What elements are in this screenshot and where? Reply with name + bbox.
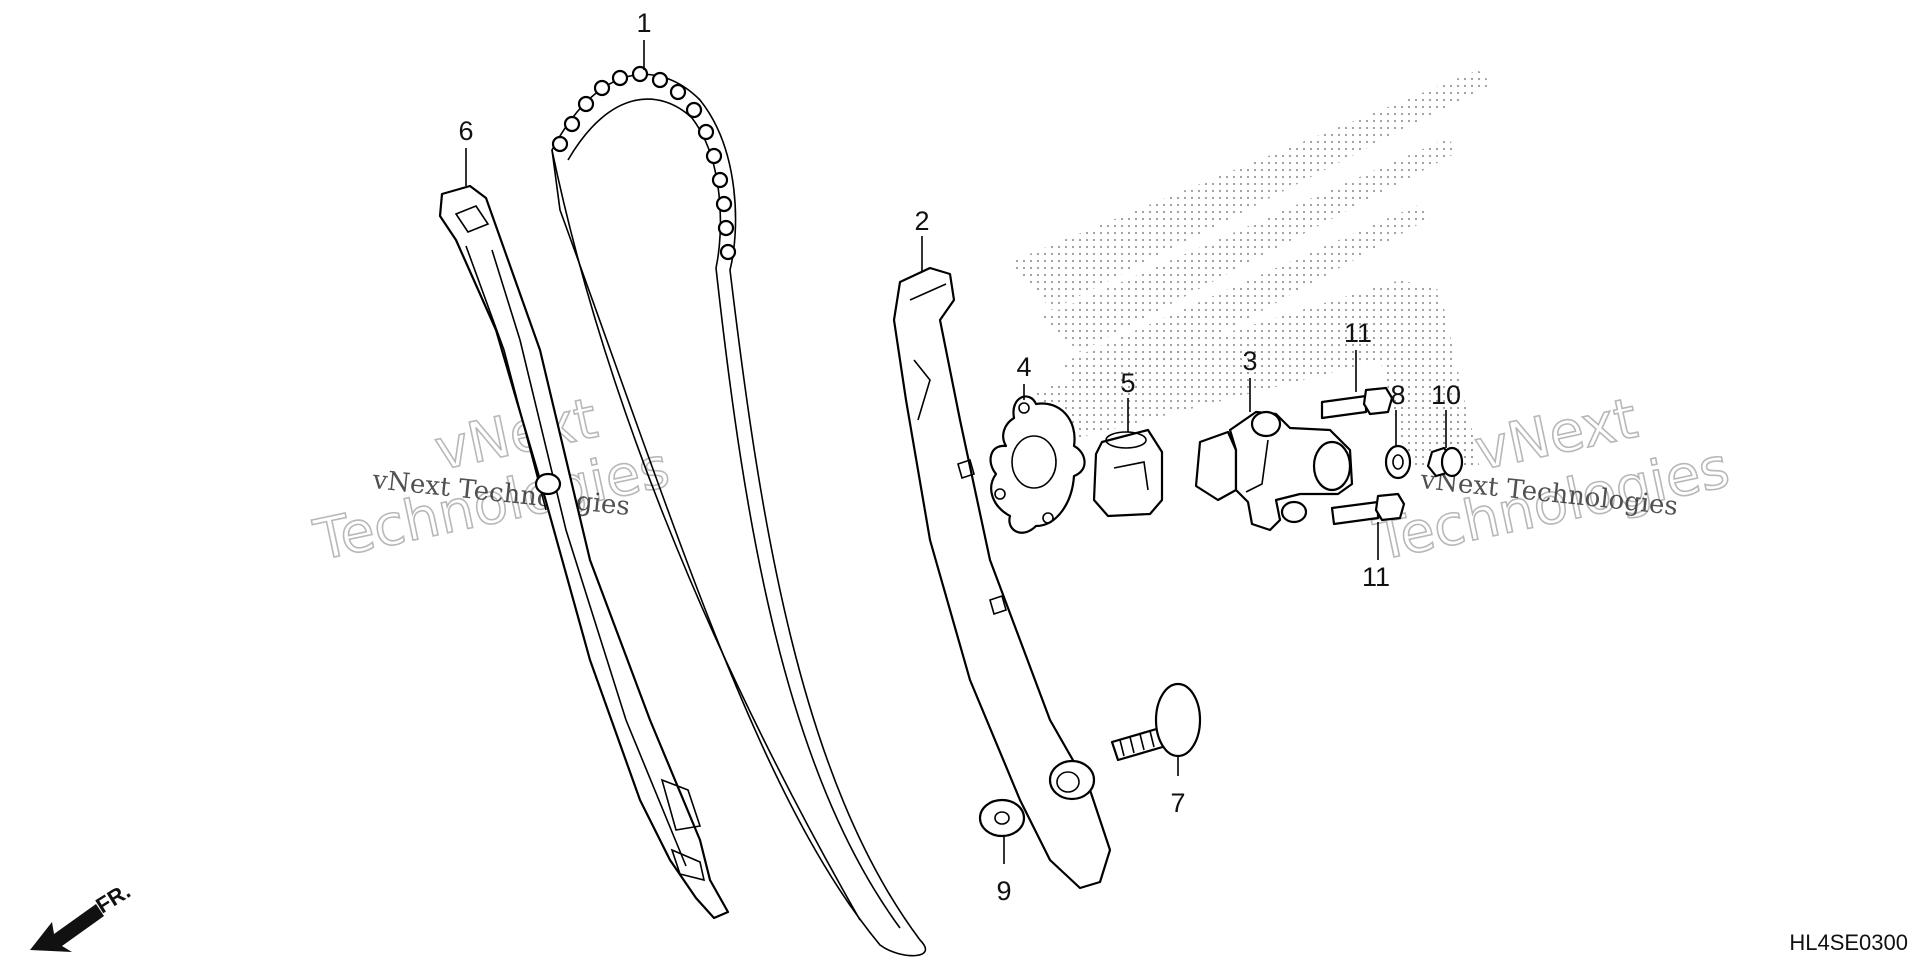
callouts: 1 6 2 4 5 3 11 8 10 11 7 9 — [458, 8, 1461, 906]
front-arrow-icon — [30, 904, 104, 952]
callout-11-lower: 11 — [1362, 562, 1390, 592]
callout-5: 5 — [1120, 368, 1135, 398]
callout-3: 3 — [1242, 346, 1257, 376]
sealing-bolt — [1426, 446, 1464, 478]
callout-6: 6 — [458, 116, 473, 146]
bolt-lower — [1330, 492, 1406, 526]
watermark-left: vNext Technologies vNext Technologies — [308, 385, 676, 574]
wing-logo — [1010, 70, 1492, 470]
front-direction-indicator: FR. — [30, 878, 135, 952]
callout-2: 2 — [914, 206, 929, 236]
callout-9: 9 — [996, 876, 1011, 906]
cam-chain-tensioner-arm — [892, 266, 1112, 890]
callout-8: 8 — [1390, 380, 1405, 410]
callout-11-upper: 11 — [1344, 318, 1372, 348]
sealing-washer — [1384, 444, 1412, 480]
cam-chain — [551, 65, 927, 957]
tensioner-collar — [1092, 428, 1164, 518]
pivot-washer — [978, 798, 1026, 838]
chain-links — [551, 65, 737, 261]
callout-10: 10 — [1431, 380, 1461, 410]
callout-4: 4 — [1016, 352, 1031, 382]
callout-1: 1 — [636, 8, 651, 38]
pivot-bolt — [1110, 682, 1202, 762]
diagram-code: HL4SE0300 — [1789, 930, 1908, 955]
bolt-upper — [1320, 386, 1394, 420]
tensioner-lifter — [1194, 410, 1354, 532]
tensioner-gasket — [989, 395, 1086, 534]
callout-7: 7 — [1170, 788, 1185, 818]
leader-lines — [465, 40, 1447, 864]
cam-chain-guide — [438, 184, 730, 920]
